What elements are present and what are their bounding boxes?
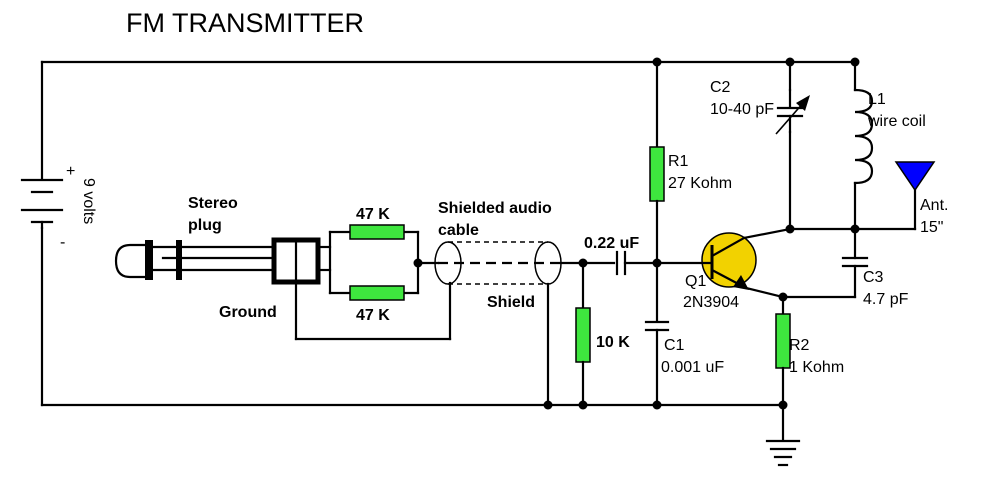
junction-dot bbox=[778, 292, 788, 302]
wire-top-rail bbox=[40, 60, 857, 180]
wire-ground-loop bbox=[294, 280, 452, 341]
variable-capacitor-c2 bbox=[775, 88, 810, 135]
junction-dot bbox=[543, 400, 553, 410]
junction-dot bbox=[413, 258, 423, 268]
antenna-length-label: 15" bbox=[920, 219, 943, 236]
coupling-cap-label: 0.22 uF bbox=[584, 235, 639, 252]
stereo-plug-symbol bbox=[114, 237, 321, 285]
plug-label-line2: plug bbox=[188, 217, 222, 234]
capacitor-0-22uf bbox=[615, 250, 659, 276]
inductor-l1 bbox=[853, 88, 874, 185]
c3-name-label: C3 bbox=[863, 269, 884, 286]
battery-voltage-label: 9 volts bbox=[80, 178, 97, 224]
cable-label-line1: Shielded audio bbox=[438, 200, 552, 217]
junction-dot bbox=[785, 57, 795, 67]
resistor-r2 bbox=[775, 313, 791, 369]
resistor-47k-top-label: 47 K bbox=[356, 206, 390, 223]
resistor-r1 bbox=[649, 146, 665, 202]
resistor-10k-label: 10 K bbox=[596, 334, 630, 351]
battery-symbol bbox=[20, 178, 64, 230]
resistor-10k bbox=[575, 307, 591, 363]
plug-label-line1: Stereo bbox=[188, 195, 238, 212]
c1-value-label: 0.001 uF bbox=[661, 359, 724, 376]
shield-label: Shield bbox=[487, 294, 535, 311]
l1-desc-label: wire coil bbox=[867, 113, 926, 130]
capacitor-c3 bbox=[781, 256, 869, 299]
resistor-47k-bottom-label: 47 K bbox=[356, 307, 390, 324]
junction-dot bbox=[578, 400, 588, 410]
battery-plus-label: + bbox=[66, 163, 75, 180]
junction-dot bbox=[785, 224, 795, 234]
r1-name-label: R1 bbox=[668, 153, 689, 170]
r2-value-label: 1 Kohm bbox=[789, 359, 844, 376]
junction-dot bbox=[652, 57, 662, 67]
q1-name-label: Q1 bbox=[685, 273, 706, 290]
shielded-cable-symbol bbox=[434, 241, 562, 407]
battery-minus-label: - bbox=[60, 234, 65, 251]
c2-name-label: C2 bbox=[710, 79, 731, 96]
resistor-47k-top bbox=[349, 224, 405, 240]
q1-part-label: 2N3904 bbox=[683, 294, 739, 311]
wire-tank-circuit bbox=[788, 60, 917, 260]
junction-dot bbox=[850, 57, 860, 67]
transistor-q1 bbox=[655, 227, 792, 299]
l1-name-label: L1 bbox=[868, 91, 886, 108]
r1-value-label: 27 Kohm bbox=[668, 175, 732, 192]
c3-value-label: 4.7 pF bbox=[863, 291, 909, 308]
c1-name-label: C1 bbox=[664, 337, 685, 354]
c2-value-label: 10-40 pF bbox=[710, 101, 774, 118]
junction-dot bbox=[778, 400, 788, 410]
r2-name-label: R2 bbox=[789, 337, 810, 354]
resistor-47k-bottom bbox=[349, 285, 405, 301]
diagram-title: FM TRANSMITTER bbox=[126, 8, 364, 38]
antenna-name-label: Ant. bbox=[920, 197, 948, 214]
ground-label: Ground bbox=[219, 304, 277, 321]
junction-dot bbox=[652, 400, 662, 410]
antenna-icon bbox=[894, 161, 936, 231]
junction-dot bbox=[850, 224, 860, 234]
ground-icon bbox=[765, 403, 801, 467]
capacitor-c1 bbox=[644, 320, 670, 332]
wire-bottom-rail bbox=[40, 226, 785, 407]
cable-label-line2: cable bbox=[438, 222, 479, 239]
